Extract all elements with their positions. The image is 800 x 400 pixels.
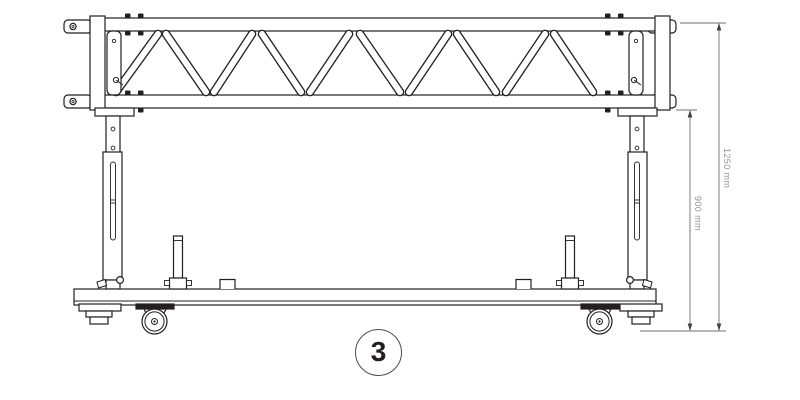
dimension-lines	[640, 22, 726, 332]
truss-diagonals	[111, 29, 598, 97]
step-number-badge: 3	[355, 329, 402, 376]
dimension-label-overall-height: 1250 mm	[722, 148, 732, 189]
dimension-arrowheads	[687, 23, 722, 331]
right-caster-wheel-icon	[580, 303, 620, 335]
base-brackets	[219, 278, 532, 289]
left-upright-post	[94, 107, 135, 290]
right-foot	[619, 303, 663, 325]
left-caster-wheel-icon	[135, 303, 175, 335]
base-frame	[73, 288, 657, 306]
left-foot	[78, 303, 122, 325]
right-upright-post	[617, 107, 658, 290]
truss-bottom-chord	[89, 94, 659, 109]
step-number: 3	[370, 335, 387, 367]
base-stub-posts	[164, 235, 584, 290]
truss-left-end-tube	[89, 15, 106, 111]
truss-section	[63, 13, 677, 113]
dimension-label-frame-height: 900 mm	[693, 196, 703, 231]
truss-end-panels	[106, 30, 644, 96]
truss-top-chord	[89, 17, 659, 32]
truss-right-end-tube	[654, 15, 671, 111]
